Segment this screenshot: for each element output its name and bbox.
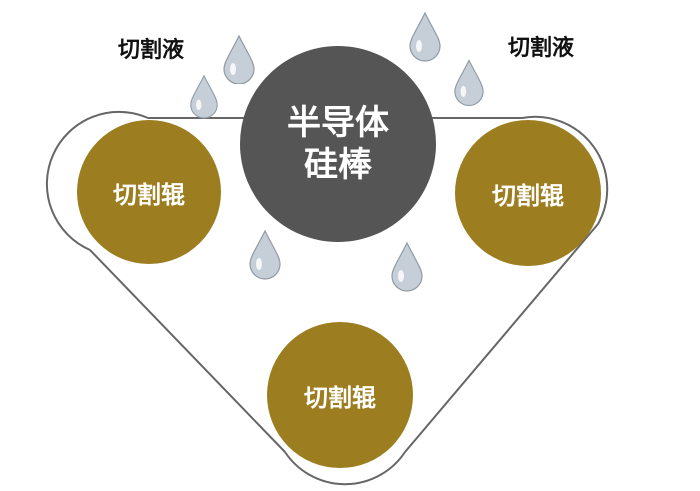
water-drop-icon	[190, 74, 218, 119]
water-drop-icon	[249, 229, 281, 280]
wire-wrap-right	[521, 115, 609, 225]
water-drop-icon	[391, 241, 423, 292]
water-drop-icon	[409, 11, 441, 62]
cutting-fluid-label-right: 切割液	[508, 35, 575, 61]
water-drop-icon	[454, 59, 484, 107]
cutting-roller-right: 切割辊	[455, 120, 601, 266]
wire-wrap-left	[45, 110, 149, 251]
cutting-roller-right-label: 切割辊	[492, 180, 564, 210]
cutting-fluid-label-left: 切割液	[118, 37, 185, 63]
wire-wrap-bottom	[284, 451, 406, 486]
cutting-roller-bottom: 切割辊	[267, 322, 413, 468]
wire-segment-right	[404, 223, 599, 453]
semiconductor-silicon-ingot: 半导体 硅棒	[240, 46, 436, 242]
wire-segment-left	[89, 249, 286, 453]
cutting-roller-left-label: 切割辊	[113, 179, 185, 209]
cutting-roller-bottom-label: 切割辊	[304, 382, 376, 412]
water-drop-icon	[223, 34, 255, 84]
silicon-ingot-label: 半导体 硅棒	[287, 102, 389, 186]
cutting-roller-left: 切割辊	[77, 120, 221, 264]
